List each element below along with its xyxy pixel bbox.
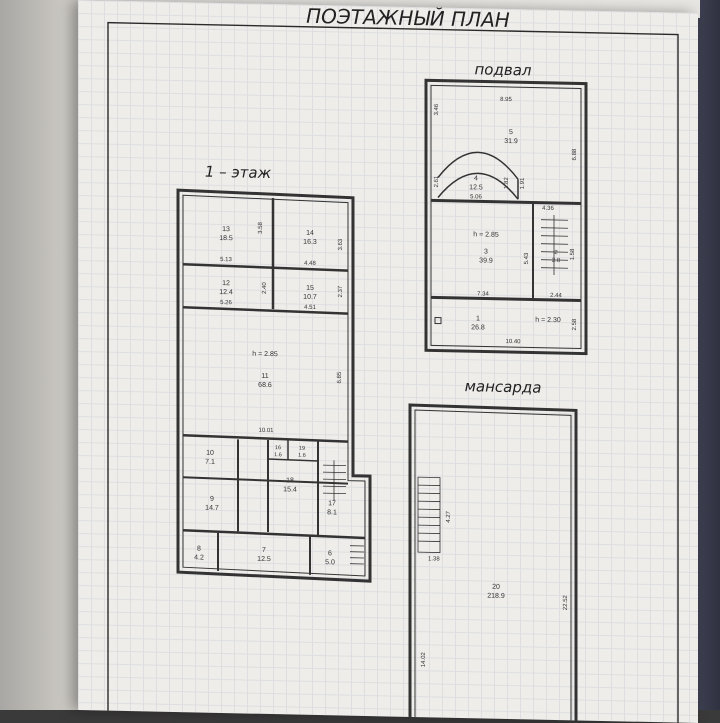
room-6-number: 6	[328, 550, 332, 557]
page-title: ПОЭТАЖНЫЙ ПЛАН	[306, 4, 510, 32]
room-1-area: 26.8	[471, 324, 485, 331]
dim-room3-right: 5.43	[524, 252, 530, 264]
room-8-area: 4.2	[194, 554, 204, 561]
room-18-area: 15.4	[283, 486, 297, 493]
room-16-area: 1.6	[274, 452, 282, 458]
room-9-area: 14.7	[205, 505, 219, 512]
room-8-number: 8	[197, 545, 201, 552]
room-14-area: 16.3	[303, 239, 317, 246]
room-4-number: 4	[474, 175, 478, 182]
room-15-number: 15	[306, 285, 314, 292]
dim-stair-bottom: 2.44	[550, 293, 562, 299]
first-floor-labels: 13 18.5 14 16.3 12 12.4 15 10.7 h = 2.85…	[194, 220, 344, 566]
dim-15-right: 2.37	[338, 285, 344, 297]
dim-12-right: 2.40	[262, 282, 268, 294]
room-13-number: 13	[222, 226, 230, 233]
room-14-number: 14	[306, 230, 314, 237]
dim-attic-stair: 4.27	[446, 510, 452, 522]
dim-stair-top: 4.36	[542, 206, 554, 212]
dim-room4-left: 2.61	[434, 175, 440, 187]
dim-13-bottom: 5.13	[220, 257, 232, 263]
room-3-area: 39.9	[479, 257, 493, 264]
document-page: ПОЭТАЖНЫЙ ПЛАН подвал	[78, 0, 698, 723]
page-frame	[108, 23, 678, 723]
room-17-number: 17	[328, 500, 336, 507]
room-3-number: 3	[484, 249, 488, 256]
dim-attic-stair-width: 1.38	[428, 556, 440, 562]
dim-room1-right: 2.58	[572, 318, 578, 330]
room-20-number: 20	[492, 584, 500, 591]
room-19-number: 19	[299, 446, 305, 452]
room-12-area: 12.4	[219, 289, 233, 296]
attic-title: мансарда	[465, 377, 542, 397]
room-7-number: 7	[262, 547, 266, 554]
dim-attic-right: 22.52	[563, 594, 569, 610]
room-11-area: 68.6	[258, 382, 272, 389]
basement-labels: 5 31.9 4 12.5 h = 2.85 3 39.9 2 2.8 1 26…	[434, 95, 578, 346]
room-2-area: 2.8	[552, 258, 561, 264]
basement-height-1: h = 2.85	[473, 231, 499, 239]
room-4-area: 12.5	[469, 184, 483, 191]
room-13-area: 18.5	[219, 235, 233, 242]
room-5-number: 5	[509, 129, 513, 136]
room-10-number: 10	[206, 450, 214, 457]
room-9-number: 9	[210, 496, 214, 503]
room-12-number: 12	[222, 280, 230, 287]
dim-attic-left: 14.02	[421, 652, 427, 668]
attic-plan	[410, 405, 576, 723]
dim-room2: 1.58	[570, 248, 576, 260]
room-18-number: 18	[286, 477, 294, 484]
attic-labels: 20 218.9 4.27 1.38 22.52 14.02	[421, 510, 569, 670]
room-20-area: 218.9	[487, 593, 505, 600]
dim-14-bottom: 4.48	[304, 261, 316, 267]
room-10-area: 7.1	[205, 459, 215, 466]
dim-room4-bottom: 5.06	[470, 194, 482, 200]
room-19-area: 1.6	[298, 453, 306, 459]
room-2-number: 2	[554, 250, 558, 256]
basement-plan	[426, 80, 586, 353]
basement-height-2: h = 2.30	[535, 317, 561, 325]
dim-room1-bottom: 10.40	[505, 339, 521, 345]
dim-room3-bottom: 7.34	[477, 291, 489, 297]
dim-basement-left: 3.46	[434, 103, 440, 115]
room-6-area: 5.0	[325, 559, 335, 566]
room-5-area: 31.9	[504, 138, 518, 145]
dim-basement-top: 8.95	[500, 97, 512, 103]
room-15-area: 10.7	[303, 294, 317, 301]
dim-room4-mid: 1.82	[504, 177, 510, 189]
room-17-area: 8.1	[327, 509, 337, 516]
dim-15-bottom: 4.51	[304, 305, 316, 311]
first-floor-height: h = 2.85	[252, 351, 278, 359]
dim-11-bottom: 10.01	[258, 428, 274, 434]
room-11-number: 11	[261, 373, 268, 380]
dim-12-bottom: 5.26	[220, 300, 232, 306]
dim-11-right: 6.85	[337, 371, 343, 383]
basement-title: подвал	[475, 60, 532, 79]
dim-room4-right: 1.91	[520, 177, 526, 189]
dim-13-right: 3.58	[258, 221, 264, 233]
dim-basement-right: 6.88	[572, 148, 578, 160]
room-16-number: 16	[275, 445, 281, 451]
first-floor-title: 1 – этаж	[205, 163, 272, 182]
floor-plan-drawing: ПОЭТАЖНЫЙ ПЛАН подвал	[78, 0, 698, 723]
room-7-area: 12.5	[257, 556, 271, 563]
room-1-number: 1	[476, 315, 480, 322]
dim-14-right: 3.63	[338, 238, 344, 250]
